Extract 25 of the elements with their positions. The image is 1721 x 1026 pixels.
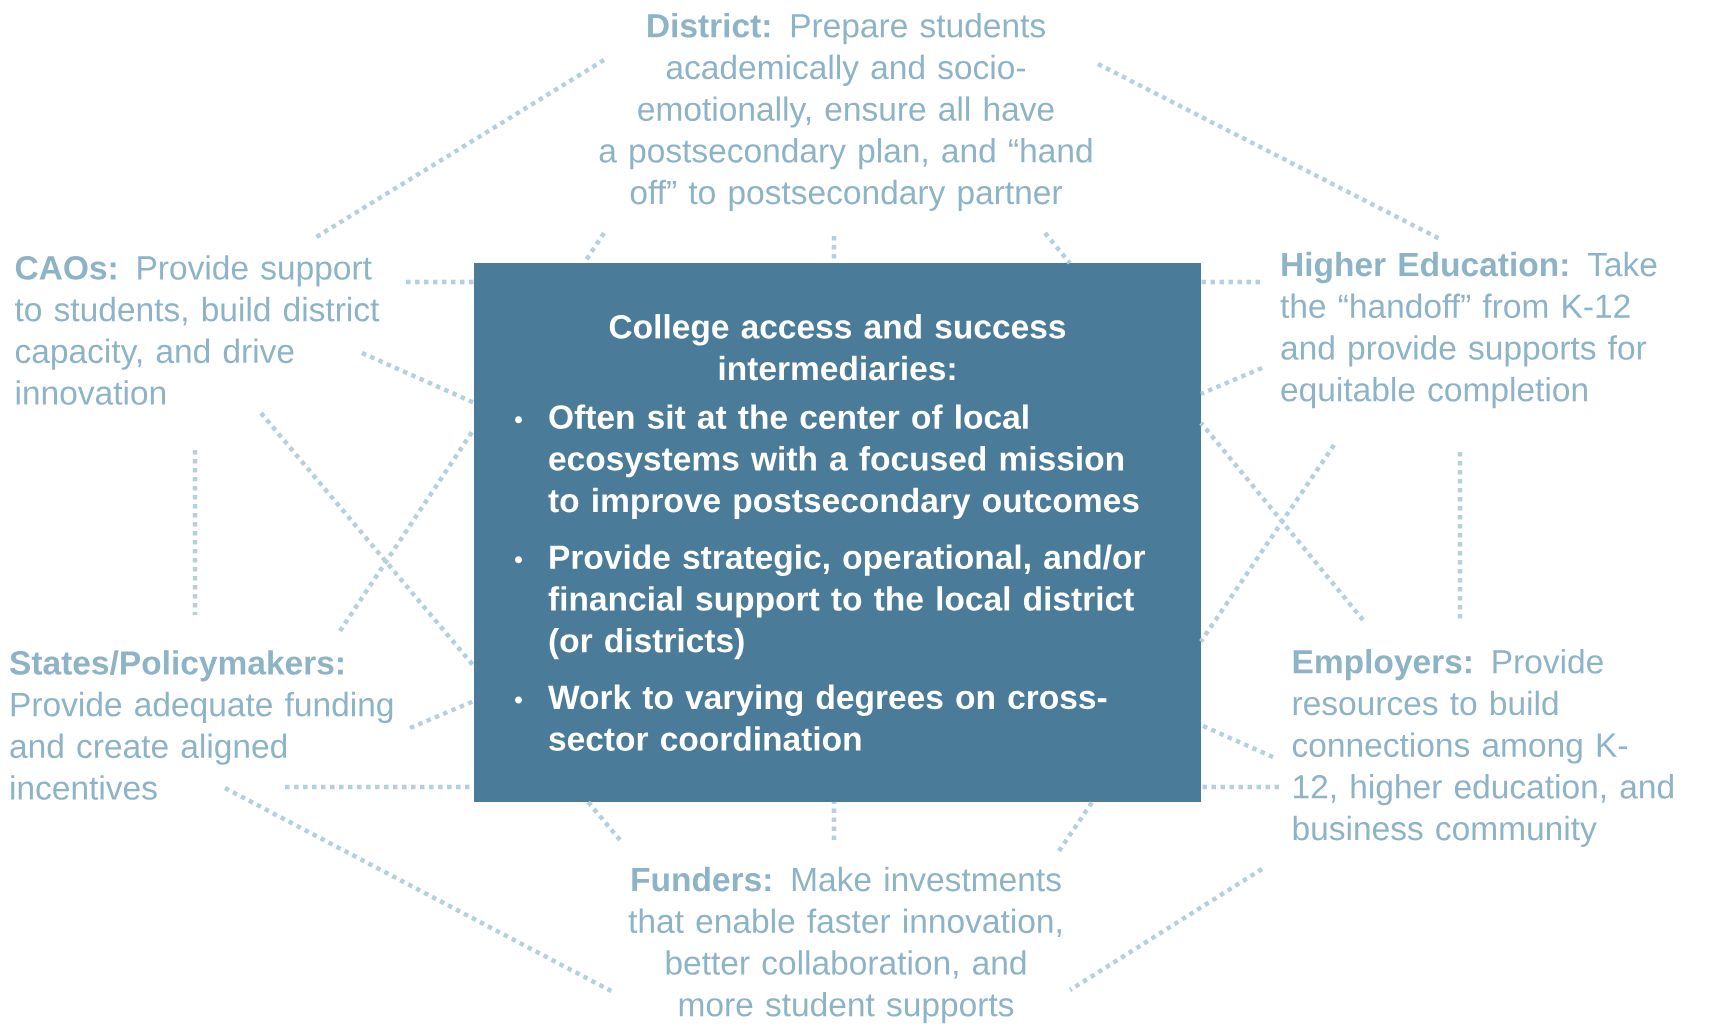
dotted-connector bbox=[409, 698, 475, 731]
dotted-connector bbox=[1199, 421, 1365, 622]
role-description: Employers: Provide resources to build connections among K-12, higher education, and business community bbox=[1292, 649, 1673, 847]
dotted-connector bbox=[1457, 452, 1463, 620]
role-description: States/Policymakers: Provide adequate funding and create aligned incentives bbox=[9, 650, 393, 800]
dotted-connector bbox=[1043, 231, 1072, 265]
role-description: Higher Education: Take the “handoff” from K-12 and provide supports for equitable completion bbox=[1280, 251, 1657, 409]
dotted-connector bbox=[1200, 365, 1263, 396]
dotted-connector bbox=[586, 800, 622, 842]
highlight-box: College access and success intermediaries: Often sit at the center of local ecosystems with a focused mission to improve postsecondary outcomes Provide strategic, operational, and/or financial support to the local district (or districts) Work to varying degrees on cross-sector coordination bbox=[474, 263, 1201, 802]
dotted-connector bbox=[1201, 784, 1279, 790]
role-description: CAOs: Provide support to students, build district capacity, and drive innovation bbox=[15, 255, 380, 405]
dotted-connector bbox=[1097, 62, 1442, 241]
dotted-connector bbox=[406, 279, 474, 285]
dotted-connector bbox=[259, 411, 476, 668]
dotted-connector bbox=[1057, 800, 1095, 853]
dotted-connector bbox=[1068, 867, 1264, 992]
dotted-connector bbox=[361, 350, 475, 405]
dotted-connector bbox=[831, 802, 837, 840]
dotted-connector bbox=[1199, 443, 1336, 643]
dotted-connector bbox=[1201, 279, 1260, 285]
dotted-connector bbox=[192, 450, 198, 615]
role-description: District: Prepare students academically and socio-emotionally, ensure all have a postsecondary plan, and “hand off” to postsecondary partner bbox=[599, 13, 1092, 211]
dotted-connector bbox=[1200, 723, 1274, 760]
role-description: Funders: Make investments that enable faster innovation, better collaboration, and more student supports bbox=[628, 866, 1061, 1024]
